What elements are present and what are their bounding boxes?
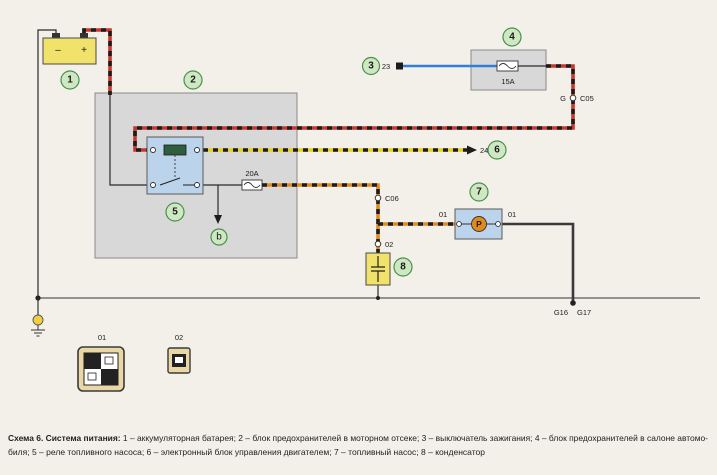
pump-feed-wire xyxy=(262,183,455,253)
connector-view-02-label: 02 xyxy=(175,333,183,342)
pump-pin-right-label: 01 xyxy=(508,210,516,219)
pump-pin-left-label: 01 xyxy=(439,210,447,219)
callout-3: 3 xyxy=(361,56,381,76)
battery-minus-label: – xyxy=(55,45,61,56)
ignition-pin-label: 23 xyxy=(382,62,390,71)
callout-number: 3 xyxy=(368,61,374,72)
battery-plus-terminal xyxy=(80,33,88,38)
connector-c06-pin xyxy=(374,194,382,202)
pump-pin xyxy=(456,221,462,227)
pump-ground-wire xyxy=(502,222,575,303)
callout-7: 7 xyxy=(469,182,489,202)
fuel-pump-icon: P xyxy=(454,208,503,240)
callout-number: 6 xyxy=(494,145,500,156)
ground-junction xyxy=(376,296,380,300)
callout-number: 4 xyxy=(509,32,515,43)
connector-view-01-label: 01 xyxy=(98,333,106,342)
ground-g17-label: G17 xyxy=(577,308,591,317)
figure-caption-line-2: биля; 5 – реле топливного насоса; 6 – эл… xyxy=(8,447,485,457)
connector-g-label: G xyxy=(560,94,566,103)
callout-6: 6 xyxy=(487,140,507,160)
callout-5: 5 xyxy=(165,202,185,222)
marker-arrow-icon xyxy=(214,215,222,224)
figure-caption-line-1: Схема 6. Система питания: 1 – аккумулято… xyxy=(8,433,708,443)
fuse-15a-label: 15A xyxy=(501,77,514,86)
condenser-pin-label: 02 xyxy=(385,240,393,249)
relay-marker-label: b xyxy=(216,232,222,243)
ignition-terminal-icon xyxy=(396,62,403,70)
callout-4: 4 xyxy=(502,27,522,47)
relay-pin xyxy=(150,182,156,188)
connector-02-icon xyxy=(167,347,191,374)
relay-marker-b: b xyxy=(210,228,228,246)
callout-number: 8 xyxy=(400,262,406,273)
relay-coil-wire xyxy=(133,64,575,152)
battery-icon: – + xyxy=(42,33,97,65)
condenser-pin xyxy=(374,240,382,248)
callout-number: 2 xyxy=(190,75,196,86)
connector-c05-pin xyxy=(569,94,577,102)
battery-positive-wire xyxy=(82,28,112,95)
relay-coil-icon xyxy=(163,144,187,156)
ground-icon xyxy=(31,298,45,337)
relay-pin xyxy=(194,147,200,153)
connector-c06-label: C06 xyxy=(385,194,399,203)
ecu-arrow-icon xyxy=(467,145,477,155)
relay-contact-feed-wire xyxy=(109,95,147,186)
figure-caption-title: Схема 6. Система питания: xyxy=(8,433,121,443)
pump-motor-icon xyxy=(471,216,487,232)
battery-ground-wire xyxy=(37,29,57,298)
callout-8: 8 xyxy=(393,257,413,277)
fuse-icon xyxy=(496,60,519,72)
ground-g16-label: G16 xyxy=(554,308,568,317)
callout-number: 5 xyxy=(172,207,178,218)
relay-pin xyxy=(194,182,200,188)
relay-switch-icon xyxy=(159,177,196,186)
callout-number: 7 xyxy=(476,187,482,198)
fuel-pump-relay xyxy=(146,136,204,195)
battery-body xyxy=(42,37,97,65)
connector-01-icon xyxy=(77,346,125,392)
fuse-20a-label: 20A xyxy=(245,169,258,178)
callout-number: 1 xyxy=(67,75,73,86)
pump-pin xyxy=(495,221,501,227)
callout-2: 2 xyxy=(183,70,203,90)
connector-c05-label: C05 xyxy=(580,94,594,103)
pump-symbol-label: P xyxy=(476,219,482,229)
battery-minus-terminal xyxy=(52,33,60,38)
capacitor-icon xyxy=(365,252,391,286)
ground-g16-g17-junction xyxy=(570,300,576,306)
battery-plus-label: + xyxy=(81,45,87,56)
relay-pin xyxy=(150,147,156,153)
fuse-icon xyxy=(241,179,263,191)
callout-1: 1 xyxy=(60,70,80,90)
figure-caption-text: 1 – аккумуляторная батарея; 2 – блок пре… xyxy=(121,433,709,443)
ecu-pin-label: 24 xyxy=(480,146,488,155)
relay-marker-line xyxy=(214,185,222,224)
ecu-signal-wire xyxy=(203,145,477,155)
